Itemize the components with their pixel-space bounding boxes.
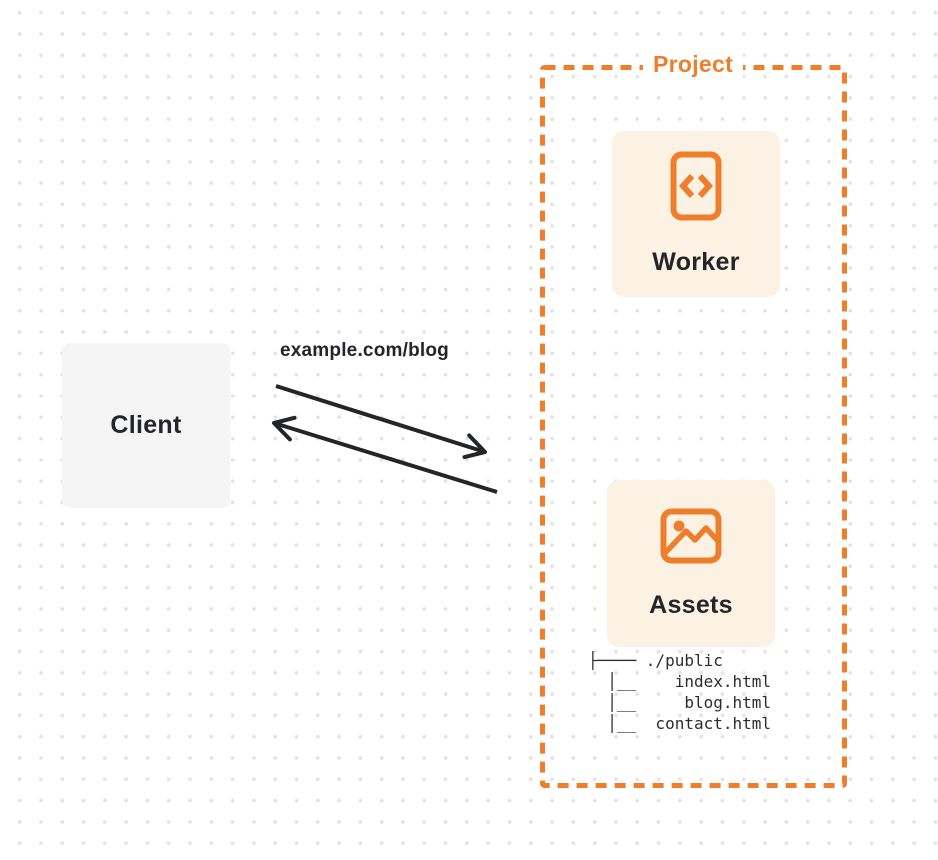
file-tree-line-root: ├──── ./public — [588, 651, 723, 670]
assets-card: Assets — [607, 480, 775, 647]
client-label: Client — [110, 411, 182, 439]
response-arrow — [272, 415, 498, 494]
image-icon — [660, 508, 722, 569]
code-document-icon — [670, 151, 722, 226]
client-box: Client — [62, 343, 230, 508]
worker-card: Worker — [612, 131, 780, 297]
project-label: Project — [642, 51, 744, 78]
worker-label: Worker — [652, 248, 740, 276]
request-url-label: example.com/blog — [280, 340, 449, 361]
request-arrow — [275, 384, 487, 460]
file-tree-line-index: │__ index.html — [588, 672, 772, 691]
assets-label: Assets — [649, 590, 733, 619]
file-tree-line-contact: │__ contact.html — [588, 714, 772, 733]
file-tree-line-blog: │__ blog.html — [588, 693, 772, 712]
assets-file-tree: ├──── ./public │__ index.html │__ blog.h… — [588, 650, 771, 734]
